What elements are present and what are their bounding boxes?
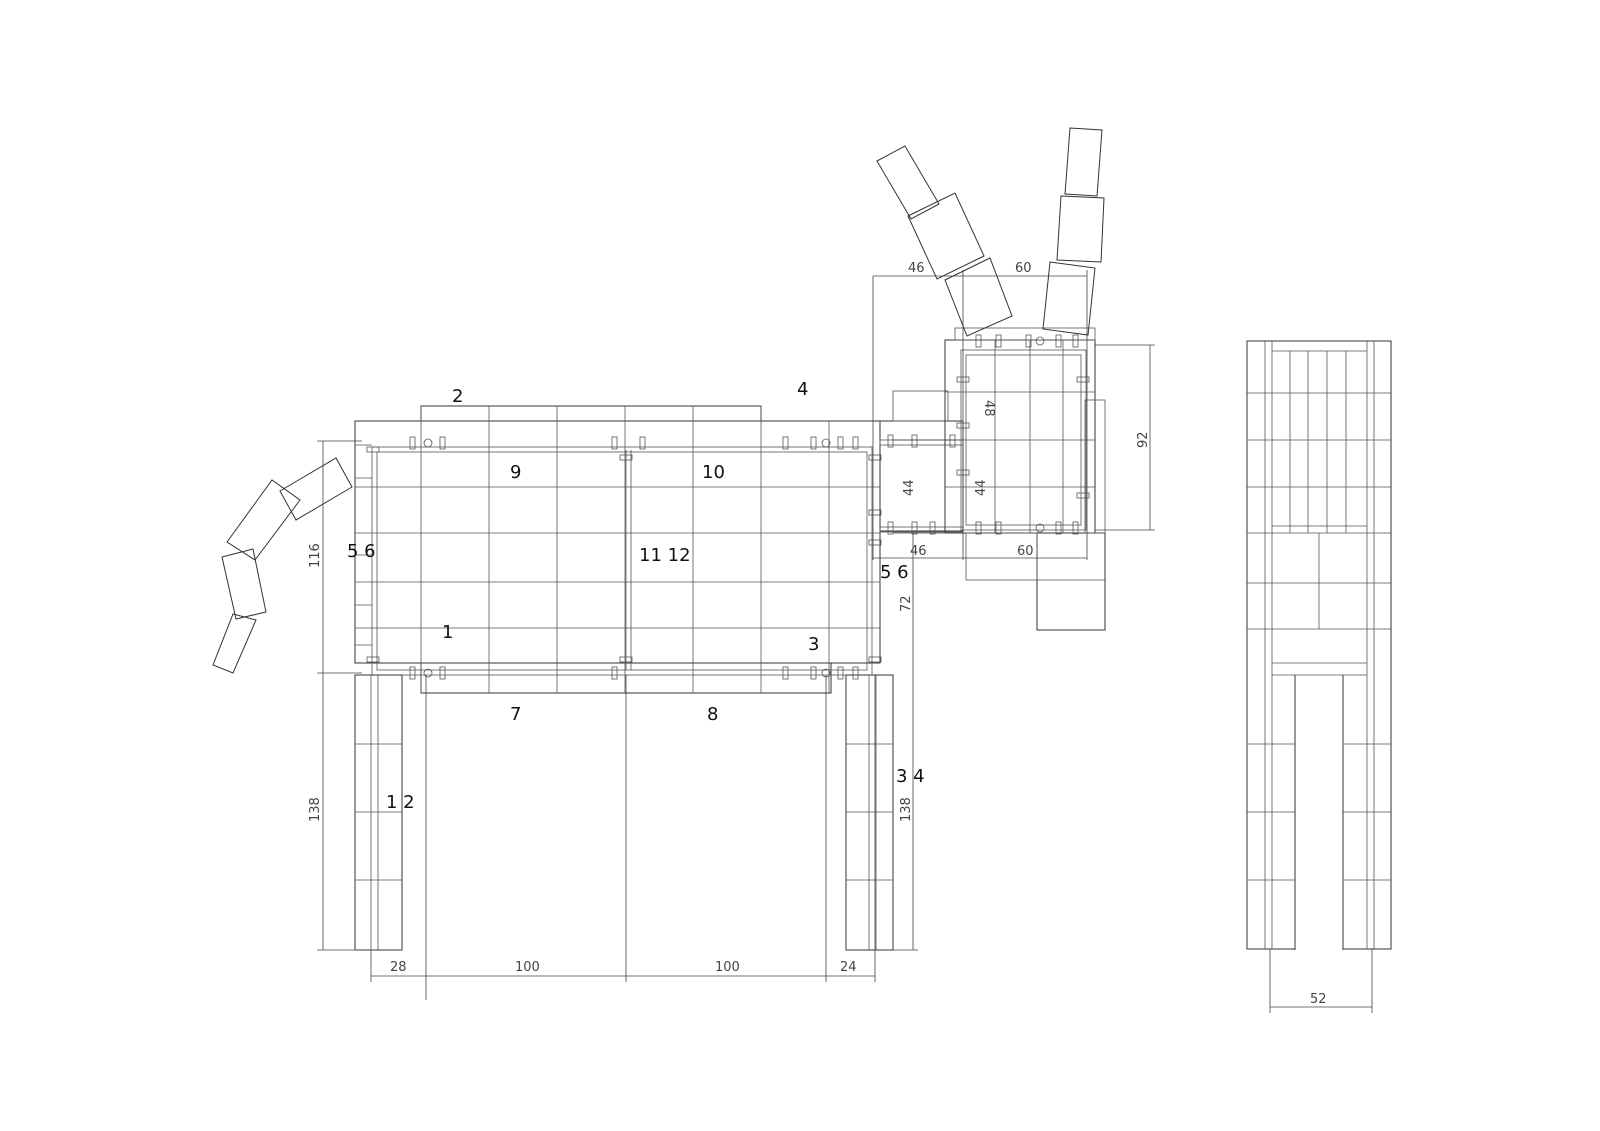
tail-segments (212, 457, 353, 674)
body-block (354, 405, 882, 694)
label-top-4: 4 (797, 379, 808, 400)
dim-head-height: 92 (1136, 431, 1151, 448)
label-body-1: 1 (442, 622, 453, 643)
dim-neck-44: 44 (902, 479, 917, 496)
dimension-labels: 28 100 100 24 116 138 138 72 46 60 46 60… (308, 261, 1327, 1007)
part-labels: 2 4 9 10 11 12 1 3 5 6 5 6 7 8 1 2 3 4 (347, 379, 925, 813)
label-body-10: 10 (702, 462, 725, 483)
dim-neck-height: 72 (899, 595, 914, 612)
dim-gap-right: 100 (715, 960, 740, 975)
rear-leg (354, 674, 403, 951)
label-under-7: 7 (510, 704, 521, 725)
neck-block (879, 390, 964, 535)
label-body-11-12: 11 12 (639, 545, 691, 566)
dim-leg-height-front: 138 (899, 797, 914, 822)
label-rear-leg-1-2: 1 2 (386, 792, 415, 813)
dim-rear-width: 28 (390, 960, 407, 975)
label-body-3: 3 (808, 634, 819, 655)
label-body-9: 9 (510, 462, 521, 483)
dim-head-lower: 60 (1017, 544, 1034, 559)
dim-front-width: 24 (840, 960, 857, 975)
right-ear (1042, 127, 1105, 336)
label-under-8: 8 (707, 704, 718, 725)
dim-gap-left: 100 (515, 960, 540, 975)
side-view (1246, 340, 1392, 950)
label-top-2: 2 (452, 386, 463, 407)
dim-leg-height-rear: 138 (308, 797, 323, 822)
front-leg (845, 674, 894, 951)
dim-neck-lower: 46 (910, 544, 927, 559)
dim-ear-right-offset: 60 (1015, 261, 1032, 276)
dim-ear-left-offset: 46 (908, 261, 925, 276)
dim-side-width: 52 (1310, 992, 1327, 1007)
dim-head-48: 48 (981, 400, 996, 417)
dimension-lines (317, 270, 1373, 1013)
left-ear (876, 145, 1013, 337)
label-front-5-6: 5 6 (880, 562, 909, 583)
label-rear-5-6: 5 6 (347, 541, 376, 562)
dim-body-height: 116 (308, 543, 323, 568)
head-block (944, 327, 1106, 631)
dim-head-44: 44 (974, 479, 989, 496)
label-front-leg-3-4: 3 4 (896, 766, 925, 787)
